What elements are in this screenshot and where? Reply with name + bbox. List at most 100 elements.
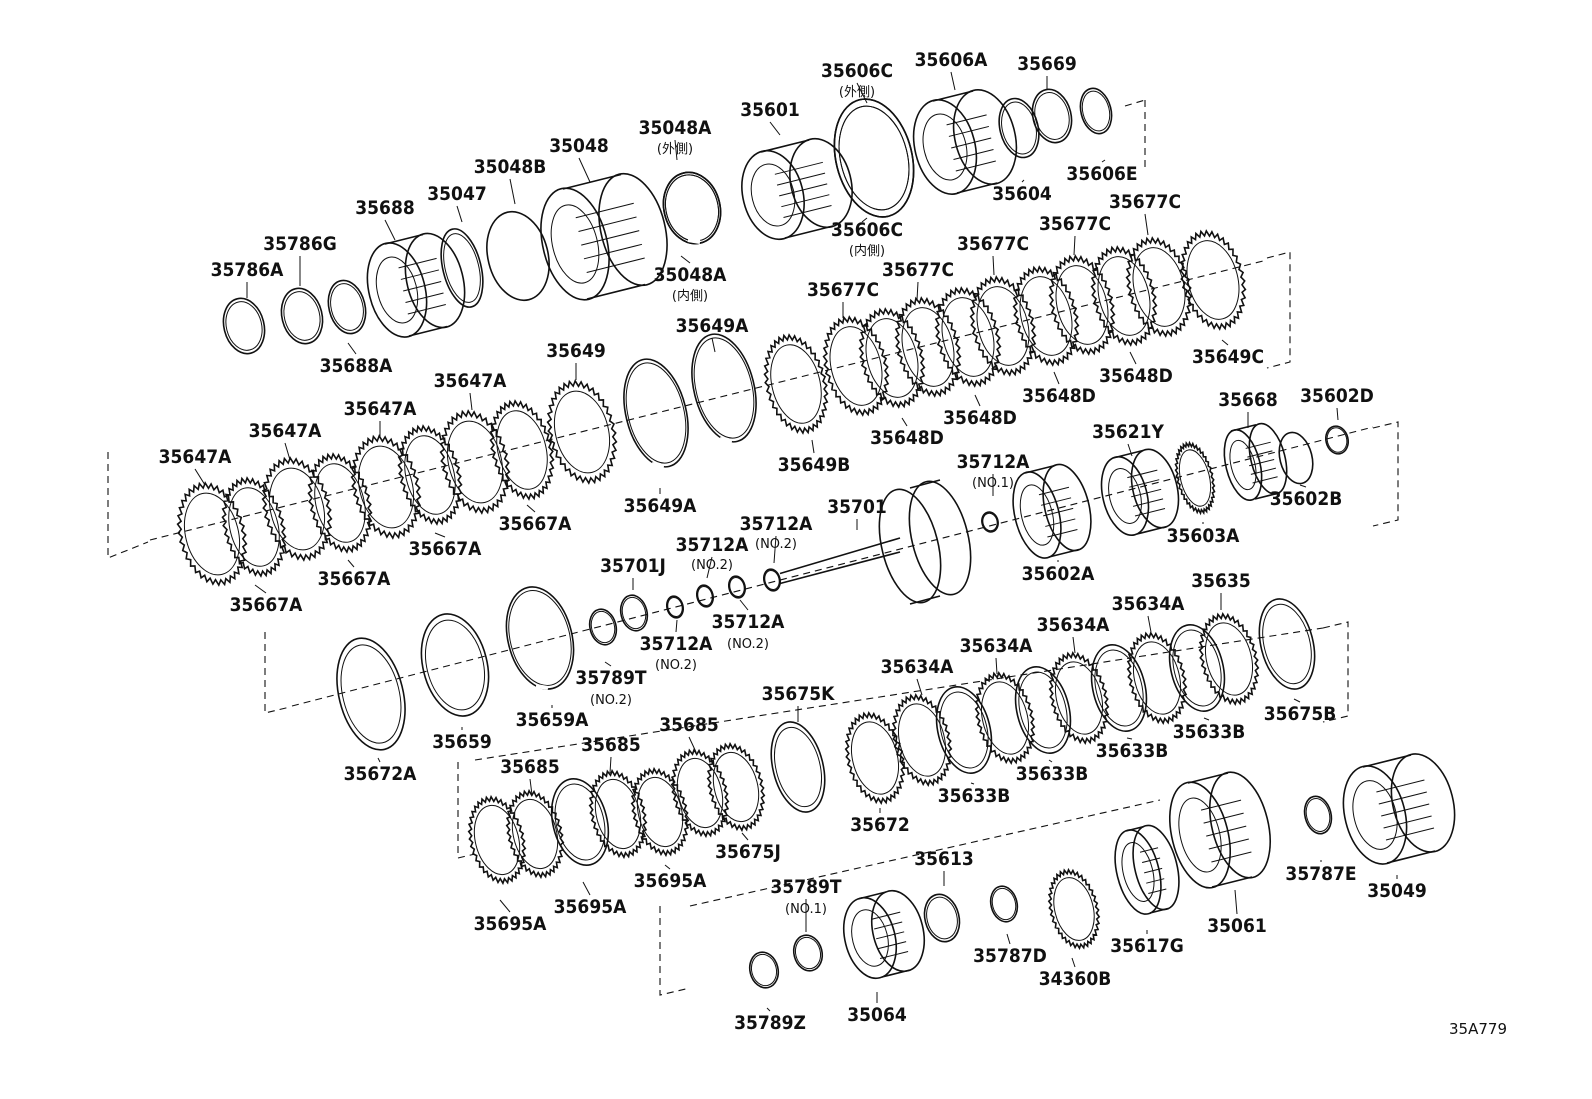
part-label: 35695A bbox=[634, 870, 707, 892]
part-label: 35647A bbox=[344, 398, 417, 420]
part-label: 35712A bbox=[740, 513, 813, 535]
part-35634a: 35634A bbox=[881, 656, 954, 787]
part-35677c: 35677C bbox=[1109, 191, 1193, 338]
part-label: 35634A bbox=[1112, 593, 1185, 615]
diagram-reference-code: 35A779 bbox=[1449, 1020, 1507, 1038]
part-35688: 35688 bbox=[355, 197, 466, 338]
part-35634a: 35634A bbox=[1037, 614, 1110, 745]
part-35712a-note: 35712A (NO.2) bbox=[676, 534, 749, 608]
part-note: (NO.2) bbox=[691, 558, 733, 573]
part-35606c-note: 35606C(内側) bbox=[831, 98, 915, 259]
part-label: 35634A bbox=[881, 656, 954, 678]
part-label: 35647A bbox=[434, 370, 507, 392]
part-note: (内側) bbox=[849, 243, 885, 259]
part-35635: 35635 bbox=[1191, 570, 1260, 706]
part-label: 35675K bbox=[762, 683, 835, 705]
part-35061: 35061 bbox=[1169, 771, 1271, 937]
part-35659: 35659 bbox=[420, 613, 492, 753]
part-label: 35712A bbox=[676, 534, 749, 556]
part-35789t-note: 35789T(NO.1) bbox=[770, 876, 842, 972]
part-35647a: 35647A bbox=[344, 398, 422, 540]
part-label: 35659 bbox=[432, 731, 491, 753]
part-label: 35633B bbox=[1096, 740, 1169, 762]
subassembly-boundary-3 bbox=[264, 421, 1399, 714]
part-label: 35647A bbox=[159, 446, 232, 468]
part-35786g: 35786G bbox=[263, 233, 337, 345]
part-35667a: 35667A bbox=[489, 399, 572, 535]
part-35621y: 35621Y bbox=[1092, 421, 1180, 536]
part-35648d: 35648D bbox=[934, 286, 1017, 429]
part-label: 35048B bbox=[474, 156, 547, 178]
part-label: 35695A bbox=[554, 896, 627, 918]
subassembly-boundary-4 bbox=[457, 621, 1349, 859]
part-label: 35633B bbox=[938, 785, 1011, 807]
part-label: 35677C bbox=[882, 259, 954, 281]
part-35677c: 35677C bbox=[957, 233, 1037, 377]
part-35649b: 35649B bbox=[763, 333, 850, 476]
part-note: (内側) bbox=[672, 288, 708, 304]
part-35649a: 35649A bbox=[676, 315, 757, 443]
part-35712a-note: 35712A(NO.2) bbox=[740, 513, 813, 592]
part-label: 35617G bbox=[1110, 935, 1184, 957]
part-label: 35648D bbox=[1099, 365, 1173, 387]
part-35688a: 35688A bbox=[320, 279, 393, 377]
part-label: 35602B bbox=[1270, 488, 1343, 510]
part-label: 35606C bbox=[821, 60, 893, 82]
part-note: (外側) bbox=[657, 142, 693, 157]
part-35695a: 35695A bbox=[630, 766, 707, 892]
part-label: 35668 bbox=[1218, 389, 1277, 411]
part-label: 35635 bbox=[1191, 570, 1250, 592]
part-35603a: 35603A bbox=[1167, 440, 1240, 547]
part-35633b: 35633B bbox=[935, 686, 1011, 807]
part-label: 35606A bbox=[915, 49, 988, 71]
part-label: 35701J bbox=[600, 555, 666, 577]
part-label: 35786A bbox=[211, 259, 284, 281]
part-label: 35712A bbox=[957, 451, 1030, 473]
part-label: 35786G bbox=[263, 233, 337, 255]
part-label: 35602A bbox=[1022, 563, 1095, 585]
part-35049: 35049 bbox=[1342, 753, 1456, 902]
part-label: 35604 bbox=[992, 183, 1052, 205]
part-label: 35672 bbox=[850, 814, 909, 836]
part-label: 34360B bbox=[1039, 968, 1112, 990]
part-35712a-note: 35712A (NO.2) bbox=[712, 575, 785, 652]
part-35647a: 35647A bbox=[434, 370, 511, 515]
part-label: 35621Y bbox=[1092, 421, 1164, 443]
part-35613: 35613 bbox=[914, 848, 974, 943]
subassembly-boundary-1 bbox=[1124, 99, 1146, 172]
part-35634a: 35634A bbox=[1112, 593, 1188, 725]
part-label: 35659A bbox=[516, 709, 589, 731]
part-label: 35695A bbox=[474, 913, 547, 935]
part-label: 35603A bbox=[1167, 525, 1240, 547]
part-label: 35685 bbox=[581, 734, 640, 756]
part-35633b: 35633B bbox=[1014, 666, 1088, 785]
part-35647a: 35647A bbox=[159, 446, 248, 587]
part-35633b: 35633B bbox=[1168, 624, 1245, 743]
part-35064: 35064 bbox=[842, 889, 926, 1026]
part-35787d: 35787D bbox=[973, 885, 1047, 967]
part-35695a: 35695A bbox=[467, 794, 547, 935]
part-35047: 35047 bbox=[427, 183, 487, 308]
part-label: 35712A bbox=[712, 611, 785, 633]
part-label: 35675J bbox=[715, 841, 781, 863]
part-label: 35685 bbox=[500, 756, 559, 778]
part-35048b: 35048B bbox=[474, 156, 550, 302]
part-note: (NO.2) bbox=[727, 637, 769, 652]
part-label: 35648D bbox=[870, 427, 944, 449]
part-35602b: 35602B bbox=[1270, 431, 1343, 510]
part-35667a: 35667A bbox=[221, 476, 303, 616]
part-note: (外側) bbox=[839, 85, 875, 100]
part-label: 35688A bbox=[320, 355, 393, 377]
part-35685: 35685 bbox=[500, 756, 565, 880]
part-35649c: 35649C bbox=[1179, 229, 1264, 368]
part-label: 35049 bbox=[1367, 880, 1426, 902]
part-35606e: 35606E bbox=[1066, 87, 1138, 185]
part-35789t-note: 35789T(NO.2) bbox=[575, 608, 647, 708]
part-35677c: 35677C bbox=[882, 259, 962, 398]
part-label: 35048A bbox=[654, 264, 727, 286]
part-label: 35048 bbox=[549, 135, 608, 157]
part-35048a-note: 35048A (内側) bbox=[654, 171, 727, 304]
part-label: 35677C bbox=[957, 233, 1029, 255]
